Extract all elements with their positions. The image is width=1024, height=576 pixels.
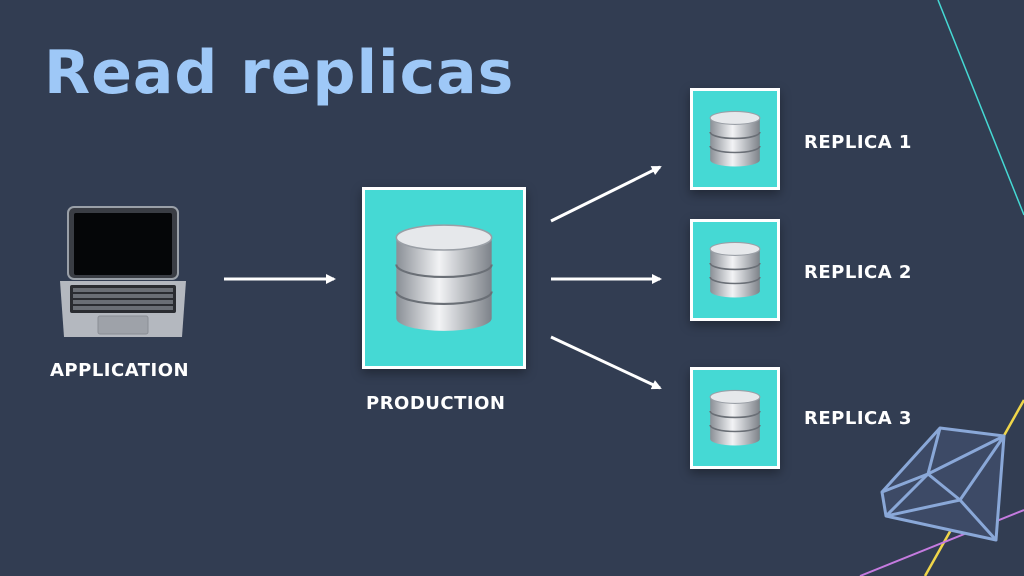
database-icon (709, 241, 761, 298)
application-label: APPLICATION (50, 360, 190, 381)
replica-1-label: REPLICA 1 (804, 132, 912, 153)
replica-3-node (690, 367, 780, 469)
production-label: PRODUCTION (366, 393, 506, 414)
ruby-gem-icon (880, 426, 1006, 542)
production-node (362, 187, 526, 369)
application-node (58, 205, 188, 342)
database-icon (709, 389, 761, 446)
arrow-production-to-replica-3 (550, 335, 662, 390)
database-icon (395, 224, 493, 331)
replica-1-node (690, 88, 780, 190)
laptop-icon (60, 206, 186, 337)
database-icon (709, 110, 761, 167)
replica-2-label: REPLICA 2 (804, 262, 912, 283)
replica-3-label: REPLICA 3 (804, 408, 912, 429)
arrow-production-to-replica-1 (550, 165, 662, 223)
replica-2-node (690, 219, 780, 321)
page-title: Read replicas (44, 38, 515, 108)
